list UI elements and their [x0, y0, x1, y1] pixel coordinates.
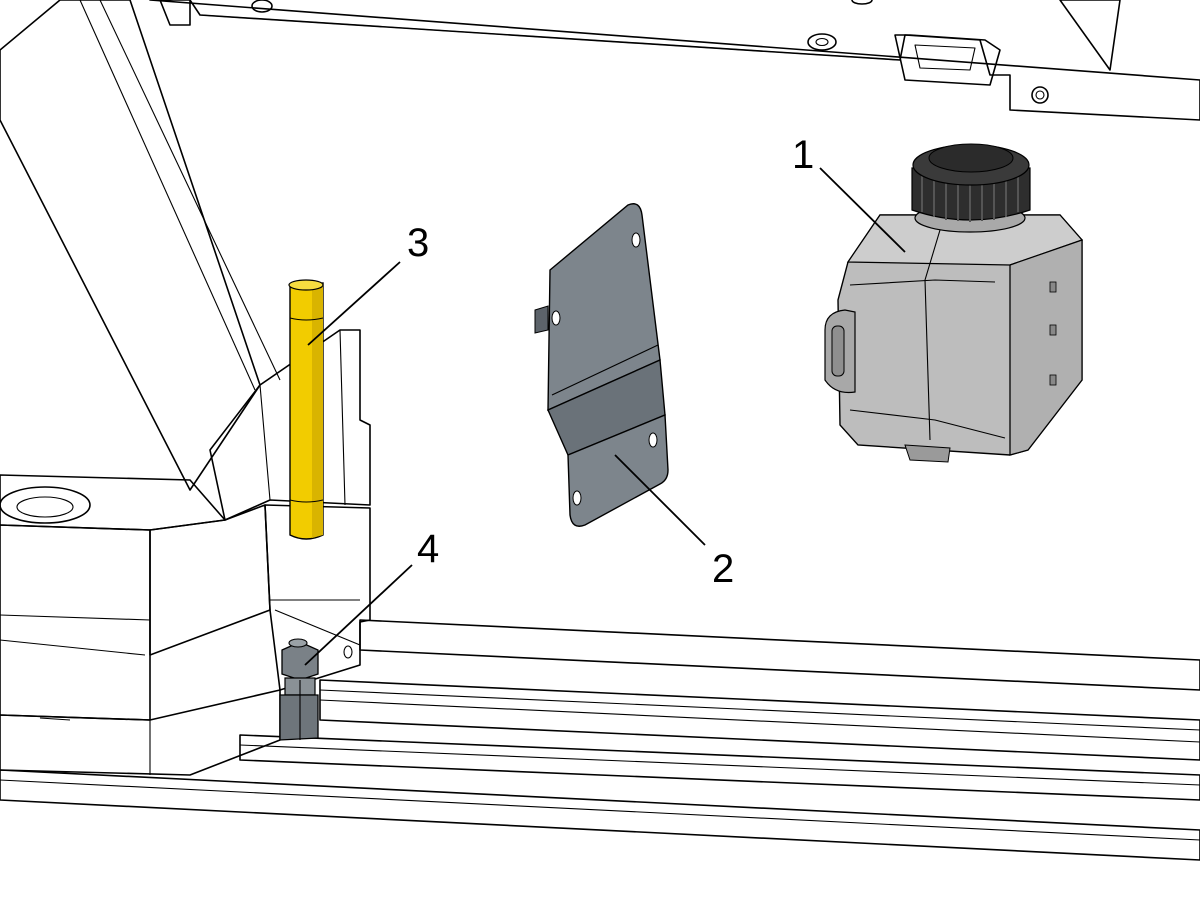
bracket-hole-2 — [551, 310, 561, 326]
bracket-bend-line — [551, 344, 659, 396]
base-slab-detail — [39, 717, 151, 775]
tank-mark-1 — [1049, 281, 1057, 293]
top-crossbar-edge — [199, 14, 901, 61]
pin-top — [288, 279, 324, 291]
tank-mark-3 — [1049, 374, 1057, 386]
rail-top — [359, 619, 1200, 691]
rail-groove-2 — [319, 699, 1200, 743]
tank-outlet — [904, 444, 951, 463]
top-crossbar — [149, 0, 1200, 121]
top-right-bracket — [1059, 0, 1121, 71]
screw-head-top-mid — [851, 0, 873, 5]
leader-line-3 — [307, 261, 401, 346]
tank-seam — [924, 229, 941, 441]
tank-side — [1009, 239, 1083, 456]
bracket-hole-3 — [648, 432, 658, 448]
rail-groove-1 — [319, 689, 1200, 731]
callout-label-3: 3 — [407, 221, 429, 265]
pin-groove-1 — [289, 317, 324, 321]
callout-label-4: 4 — [417, 527, 439, 571]
fitting-top-cap — [288, 638, 308, 648]
cap-ribs — [921, 175, 1019, 222]
callout-label-2: 2 — [712, 547, 734, 591]
machine-frame — [0, 0, 1200, 861]
top-clamp-detail — [914, 44, 976, 71]
diagonal-strut-edge-2 — [99, 0, 281, 381]
fitting-top-nut — [281, 641, 319, 681]
callout-4: 4 — [304, 527, 439, 666]
bracket-hole-4 — [572, 490, 582, 506]
base-bore-inner — [16, 496, 74, 518]
small-screw-rail — [343, 645, 353, 659]
tank-mark-2 — [1049, 324, 1057, 336]
callout-1: 1 — [792, 133, 906, 253]
left-base-side — [149, 504, 271, 656]
base-bore — [0, 486, 91, 524]
screw-head-right-inner — [1035, 90, 1045, 100]
pin-groove-2 — [289, 499, 324, 503]
leader-line-4 — [304, 564, 413, 666]
tank-rib-1 — [849, 279, 996, 286]
left-base-front — [0, 524, 151, 721]
callout-label-1: 1 — [792, 133, 814, 177]
diagonal-strut — [0, 0, 261, 491]
base-slab — [0, 689, 281, 776]
left-base-ledge — [0, 614, 151, 656]
rail-lower-groove — [239, 744, 1200, 786]
rail-middle — [319, 679, 1200, 761]
rail-lower — [239, 734, 1200, 801]
part-3-pin — [288, 279, 324, 540]
part-2-bracket — [534, 203, 669, 527]
pin-holder-edge — [259, 329, 346, 506]
callout-3: 3 — [307, 221, 429, 346]
pin-shade — [312, 283, 323, 538]
tank-rib-2 — [849, 409, 1006, 439]
top-left-clamp — [159, 0, 191, 26]
tank-handle-slot — [831, 325, 845, 377]
diagonal-strut-edge — [79, 0, 256, 391]
bracket-lower — [567, 413, 669, 527]
bracket-stud — [534, 305, 549, 334]
top-clamp — [894, 34, 1001, 86]
bracket-upper — [547, 203, 661, 412]
pin-holder-lower-edge — [270, 599, 361, 646]
leader-line-2 — [614, 454, 706, 546]
screw-head-top-inner — [815, 37, 829, 47]
callout-2: 2 — [614, 454, 734, 591]
fitting-body — [279, 694, 319, 741]
screw-head-right — [1031, 86, 1049, 104]
bracket-hole-1 — [631, 232, 641, 248]
rail-base-groove — [0, 779, 1200, 841]
part-4-fitting — [279, 638, 319, 741]
screw-head-top — [807, 33, 837, 51]
screw-head-top-left — [251, 0, 273, 13]
leader-line-1 — [819, 167, 906, 253]
rail-base — [0, 769, 1200, 861]
part-1-tank — [824, 143, 1084, 463]
cap-knob — [928, 143, 1014, 173]
